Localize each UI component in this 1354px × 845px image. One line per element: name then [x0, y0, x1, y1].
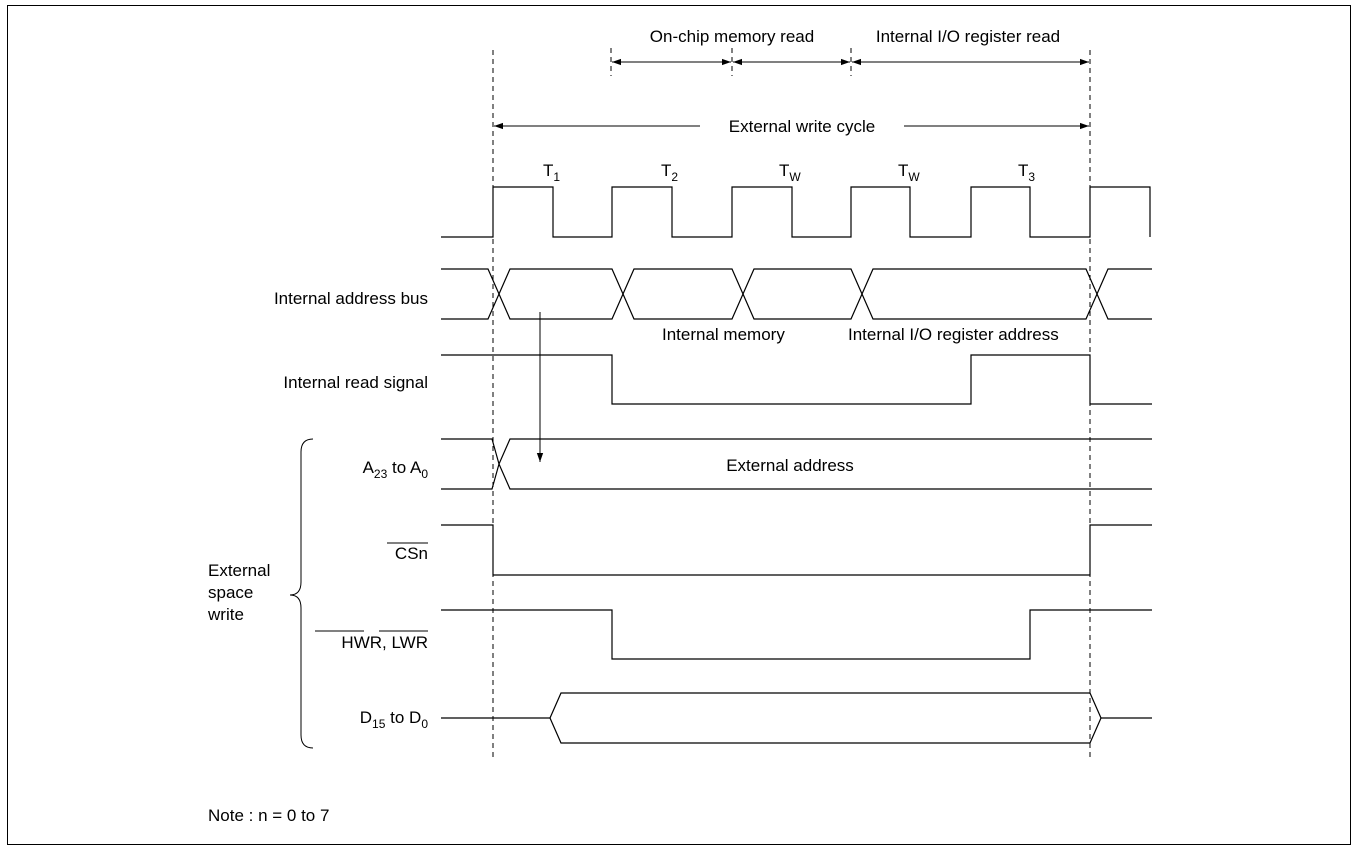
state-t2: T2 — [661, 161, 678, 184]
write-cycle-label: External write cycle — [729, 117, 875, 136]
group-label-line2: space — [208, 583, 253, 602]
external-space-brace — [289, 438, 314, 749]
csn-waveform — [441, 524, 1152, 576]
group-label-line1: External — [208, 561, 270, 580]
state-t1: T1 — [543, 161, 560, 184]
hwr-lwr-waveform — [441, 609, 1152, 660]
io-read-label: Internal I/O register read — [876, 27, 1060, 46]
internal-memory-label: Internal memory — [662, 325, 785, 344]
diagram-frame — [7, 5, 1351, 845]
state-tw-1: TW — [779, 161, 801, 184]
state-tw-2: TW — [898, 161, 920, 184]
data-valid-bottom — [549, 717, 1102, 744]
clock-waveform — [441, 186, 1151, 238]
footnote: Note : n = 0 to 7 — [208, 806, 329, 825]
label-address-lines: A23 to A0 — [363, 458, 429, 481]
addr-bus-top — [441, 268, 1152, 296]
label-hwr-lwr: HWR, LWR — [341, 633, 428, 652]
addr-bus-bottom — [441, 292, 1152, 320]
data-valid-top — [549, 692, 1102, 719]
io-register-address-label: Internal I/O register address — [848, 325, 1059, 344]
label-internal-read-signal: Internal read signal — [283, 373, 428, 392]
label-data-lines: D15 to D0 — [360, 708, 429, 731]
label-csn: CSn — [395, 544, 428, 563]
group-label-line3: write — [207, 605, 244, 624]
label-internal-address-bus: Internal address bus — [274, 289, 428, 308]
ext-address-bottom — [441, 462, 1152, 490]
external-address-label: External address — [726, 456, 854, 475]
read-signal-waveform — [441, 354, 1152, 405]
state-t3: T3 — [1018, 161, 1035, 184]
onchip-read-label: On-chip memory read — [650, 27, 814, 46]
